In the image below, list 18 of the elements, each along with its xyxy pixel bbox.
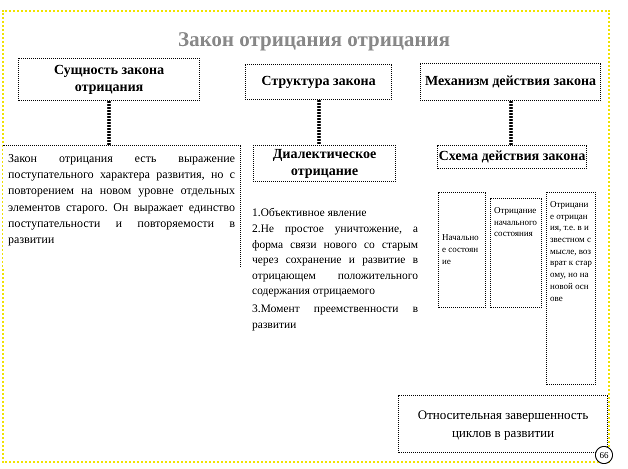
stage-box: Отрицание отрицания, т.е. в известном смысле, возврат к старому, но на новой основе — [546, 192, 596, 385]
list-item: 3.Момент преемственности в развитии — [252, 302, 418, 333]
connector-line — [509, 101, 513, 145]
heading-box: Сущность закона отрицания — [18, 58, 200, 101]
list-item: 2.Не простое уничтожение, а форма связи нового со старым через сохранение и развитие в отрицающем положительного содержания отрицаемого — [252, 222, 418, 300]
heading-box: Механизм действия закона — [420, 63, 601, 101]
page-number: 66 — [595, 446, 613, 464]
text-box: Относительная завершенность циклов в развитии — [398, 395, 608, 453]
heading-box: Схема действия закона — [437, 145, 587, 169]
text-box: Закон отрицания есть выражение поступательного характера развития, но с повторением на новом уровне отдельных элементов старого. Он выражает единство поступательности и повторяемости в развитии — [3, 145, 241, 267]
stage-box: Отрицание начального состояния — [490, 198, 542, 308]
heading-box: Диалектическое отрицание — [253, 145, 396, 182]
connector-line — [317, 100, 321, 145]
heading-box: Структура закона — [245, 64, 392, 100]
connector-line — [107, 101, 111, 145]
stage-box: Начальное состояние — [438, 192, 486, 308]
list-item: 1.Объективное явление — [252, 206, 368, 221]
title: Закон отрицания отрицания — [177, 27, 451, 52]
